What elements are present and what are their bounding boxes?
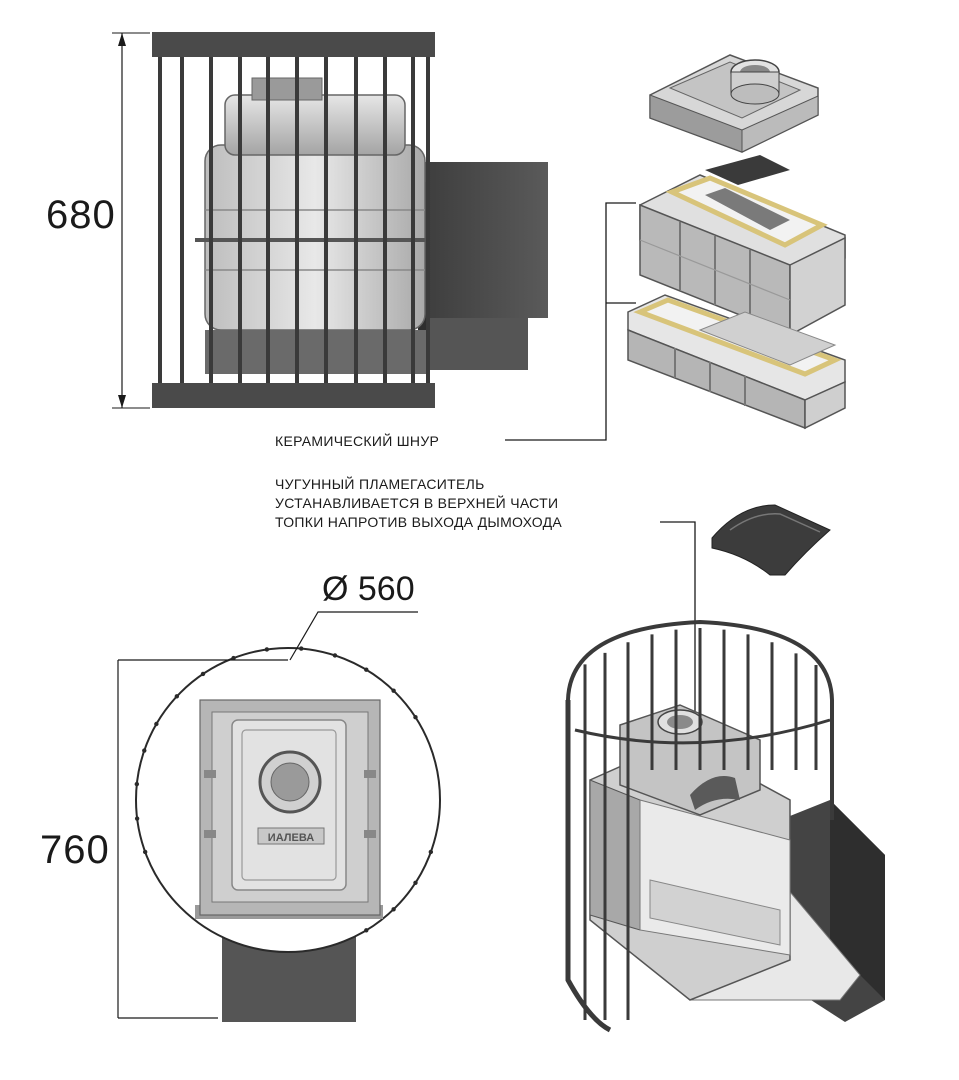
flame-arrester-label: ЧУГУННЫЙ ПЛАМЕГАСИТЕЛЬ УСТАНАВЛИВАЕТСЯ В… <box>275 475 562 532</box>
cage-rod-points <box>134 646 434 933</box>
cutaway-view <box>565 619 885 1033</box>
cage-rod-point <box>264 647 270 652</box>
diameter-dimension: Ø 560 <box>322 570 415 608</box>
cage-rod-point <box>154 721 159 727</box>
cage-rod-point <box>413 880 418 885</box>
cage-rod-point <box>142 748 147 753</box>
cage-rod-point <box>142 849 148 855</box>
cage-rod-point <box>134 781 140 787</box>
lower-section <box>627 294 846 430</box>
cage-rod-point <box>134 816 140 821</box>
cage-rod-point <box>364 928 369 933</box>
cage-rods <box>158 57 430 383</box>
height-dimension-line <box>112 32 150 409</box>
height-dimension: 680 <box>46 193 116 237</box>
cage-rod-point <box>299 646 304 651</box>
cage-rod-point <box>391 907 396 912</box>
firebox-tunnel <box>420 162 548 318</box>
cage-top-ring <box>152 32 435 57</box>
depth-dimension: 760 <box>40 828 110 872</box>
cage-rod-point <box>428 849 434 855</box>
cage-rod-point <box>231 655 236 661</box>
cage-rod-point <box>174 694 180 699</box>
flame-arrester-line-1: ЧУГУННЫЙ ПЛАМЕГАСИТЕЛЬ <box>275 476 485 492</box>
cage-rod-point <box>364 667 369 672</box>
cage-rod-point <box>332 653 338 658</box>
plan-view: ИАЛЕВА <box>134 646 441 1022</box>
cage-rod-point <box>413 715 418 720</box>
ceramic-cord-label: КЕРАМИЧЕСКИЙ ШНУР <box>275 433 440 449</box>
diameter-leader <box>117 611 418 1019</box>
upper-section <box>639 174 846 337</box>
stove-top <box>224 94 406 156</box>
stove-base <box>205 330 430 374</box>
cage-rods-3d <box>583 628 818 1020</box>
tunnel-base <box>420 318 528 370</box>
flame-arrester-line-2: УСТАНАВЛИВАЕТСЯ В ВЕРХНЕЙ ЧАСТИ <box>275 495 559 511</box>
flame-arrester <box>711 504 831 576</box>
cage-rod-point <box>200 671 206 677</box>
exploded-view <box>627 54 846 430</box>
cage-rod-point <box>391 688 396 693</box>
callout-lines <box>505 202 696 775</box>
flame-arrester-line-3: ТОПКИ НАПРОТИВ ВЫХОДА ДЫМОХОДА <box>275 514 563 530</box>
cage-bottom-ring <box>152 383 435 408</box>
front-view <box>152 32 548 408</box>
stove-brand-plate: ИАЛЕВА <box>268 832 314 844</box>
flame-plate-upper <box>705 155 790 185</box>
